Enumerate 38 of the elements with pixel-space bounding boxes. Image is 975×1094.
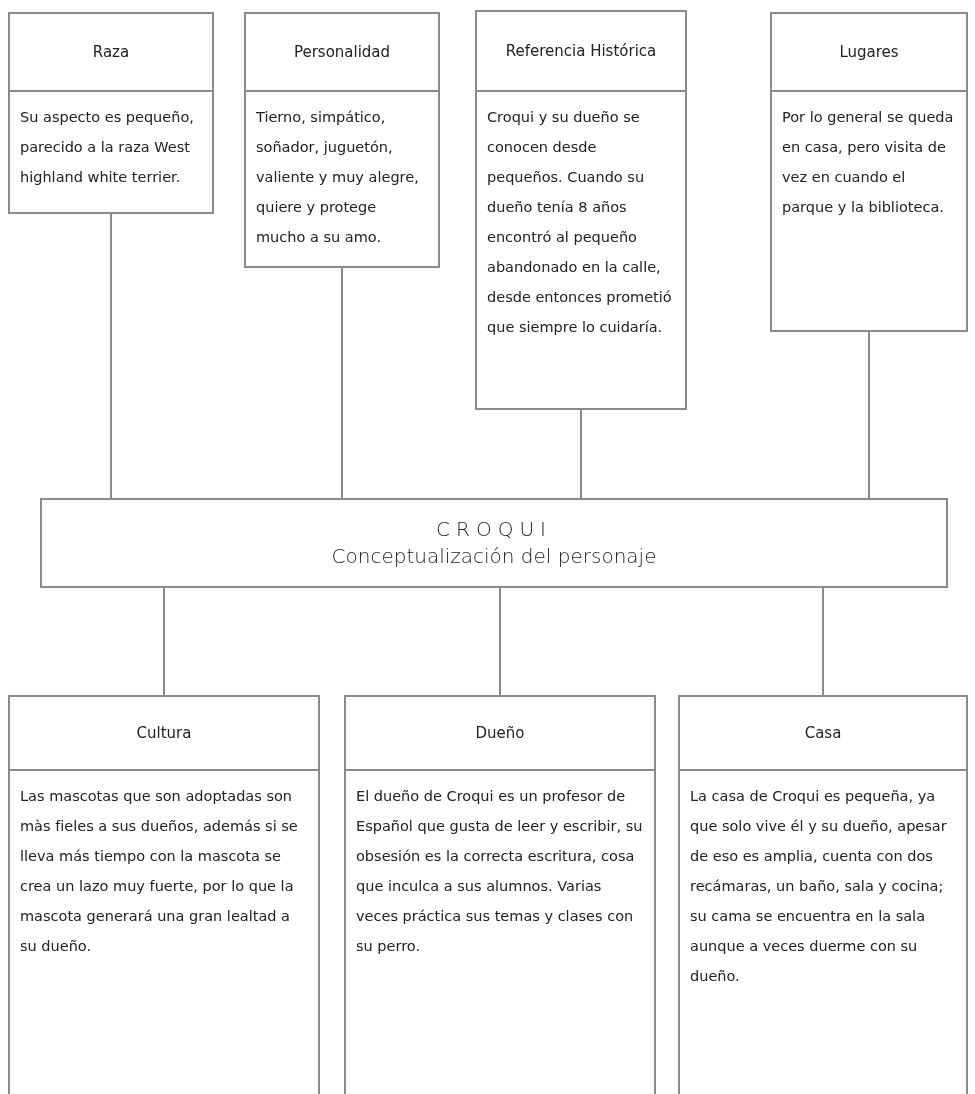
connector-line: [110, 213, 112, 499]
body-text: Su aspecto es pequeño, parecido a la raza West highland white terrier.: [20, 108, 195, 187]
text-box: [8, 90, 214, 214]
text-box: [475, 90, 687, 410]
heading-text: Personalidad: [293, 43, 391, 61]
text-box: [678, 769, 968, 1094]
heading-box: [8, 695, 320, 771]
connector-line: [499, 587, 501, 696]
heading-box: [8, 12, 214, 92]
connector-line: [868, 331, 870, 499]
body-text: Por lo general se queda en casa, pero visita de vez en cuando el parque y la biblioteca.: [782, 108, 955, 217]
heading-box: [244, 12, 440, 92]
heading-box: [678, 695, 968, 771]
heading-text: Casa: [804, 724, 842, 742]
heading-text: Cultura: [136, 724, 192, 742]
body-text: Las mascotas que son adoptadas son màs fieles a sus dueños, además si se lleva más tiempo con la mascota se crea un lazo muy fuerte, por lo que la mascota generará una gran lealtad a su dueño.: [20, 787, 299, 956]
title-text: CROQUI: [436, 516, 552, 542]
title-box: [40, 498, 948, 588]
body-text: La casa de Croqui es pequeña, ya que solo vive él y su dueño, apesar de eso es amplia, cuenta con dos recámaras, un baño, sala y cocina; su cama se encuentra en la sala aunque a veces duerme con su dueño.: [690, 787, 948, 986]
heading-text: Raza: [92, 43, 130, 61]
text-box: [244, 90, 440, 268]
connector-line: [163, 587, 165, 696]
text-box: [344, 769, 656, 1094]
body-text: El dueño de Croqui es un profesor de Español que gusta de leer y escribir, su obsesión es la correcta escritura, cosa que inculca a sus alumnos. Varias veces práctica sus temas y clases con su perro.: [356, 787, 644, 956]
text-box: [770, 90, 968, 332]
text-box: [8, 769, 320, 1094]
heading-text: Lugares: [839, 43, 899, 61]
connector-line: [341, 267, 343, 499]
subtitle-text: Conceptualización del personaje: [331, 543, 657, 570]
heading-box: [770, 12, 968, 92]
heading-text: Dueño: [475, 724, 525, 742]
body-text: Tierno, simpático, soñador, juguetón, valiente y muy alegre, quiere y protege mucho a su amo.: [256, 108, 420, 247]
connector-line: [822, 587, 824, 696]
heading-box: [344, 695, 656, 771]
body-text: Croqui y su dueño se conocen desde pequeños. Cuando su dueño tenía 8 años encontró al pequeño abandonado en la calle, desde entonces prometió que siempre lo cuidaría.: [487, 108, 673, 337]
heading-text: Referencia Histórica: [505, 42, 657, 60]
heading-box: [475, 10, 687, 92]
connector-line: [580, 409, 582, 499]
